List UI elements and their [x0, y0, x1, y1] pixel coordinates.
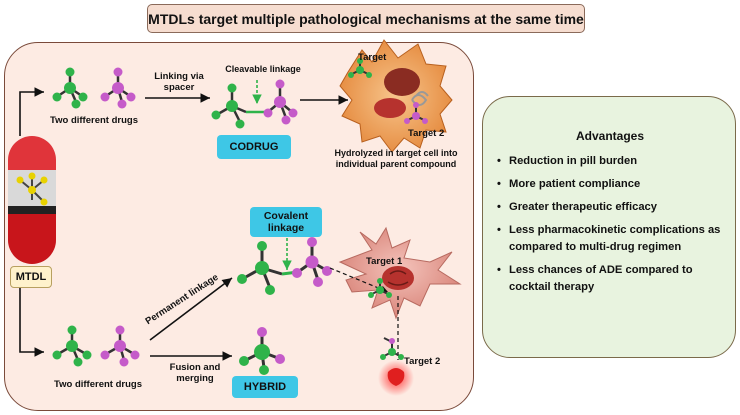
fused-hybrid-molecule: [239, 327, 285, 375]
cell-target2-label: Target 2: [408, 128, 445, 139]
neuron-target1-drug: [368, 278, 392, 298]
codrug-badge: CODRUG: [217, 135, 291, 159]
advantages-list: Reduction in pill burden More patient co…: [497, 153, 733, 302]
cell-target2-drug: [404, 102, 428, 124]
advantages-title: Advantages: [575, 129, 645, 143]
capsule-icon: [8, 136, 56, 264]
top-drugs-label: Two different drugs: [50, 115, 138, 126]
covalent-hybrid-molecule: [237, 237, 332, 295]
cell-target1-drug: [348, 58, 372, 78]
neuron-target1-label: Target 1: [366, 256, 403, 267]
magenta-drug-bottom-left: [100, 325, 140, 367]
advantage-item: Less pharmacokinetic complications as co…: [497, 222, 733, 256]
advantage-item: More patient compliance: [497, 176, 733, 193]
cleavable-label: Cleavable linkage: [225, 64, 301, 74]
advantage-item: Reduction in pill burden: [497, 153, 733, 170]
mtdl-label: MTDL: [10, 266, 52, 288]
advantage-item: Greater therapeutic efficacy: [497, 199, 733, 216]
magenta-drug-top-left: [100, 67, 136, 109]
advantage-item: Less chances of ADE compared to cocktail…: [497, 262, 733, 296]
cell-target-label: Target: [358, 52, 387, 63]
bottom-drugs-label: Two different drugs: [54, 379, 142, 390]
hydrolyzed-label: Hydrolyzed in target cell into individua…: [334, 148, 458, 169]
covalent-linkage-badge: Covalent linkage: [250, 207, 322, 237]
fusion-label: Fusion and merging: [169, 362, 221, 384]
neuron-target2-drug: [380, 337, 404, 360]
diagram-title: MTDLs target multiple pathological mecha…: [147, 4, 585, 33]
codrug-molecule: [211, 79, 298, 129]
green-drug-top-left: [52, 67, 88, 109]
linking-label: Linking via spacer: [154, 71, 204, 93]
hybrid-badge: HYBRID: [232, 376, 298, 398]
neuron-icon: [338, 226, 462, 320]
advantages-panel: Advantages Reduction in pill burden More…: [482, 96, 736, 358]
target-cell-icon: [339, 39, 453, 153]
neuron-target2-label: Target 2: [404, 356, 441, 367]
flow-arrows: [19, 87, 348, 361]
receptor-glow-icon: [378, 360, 414, 396]
green-drug-bottom-left: [52, 325, 92, 367]
